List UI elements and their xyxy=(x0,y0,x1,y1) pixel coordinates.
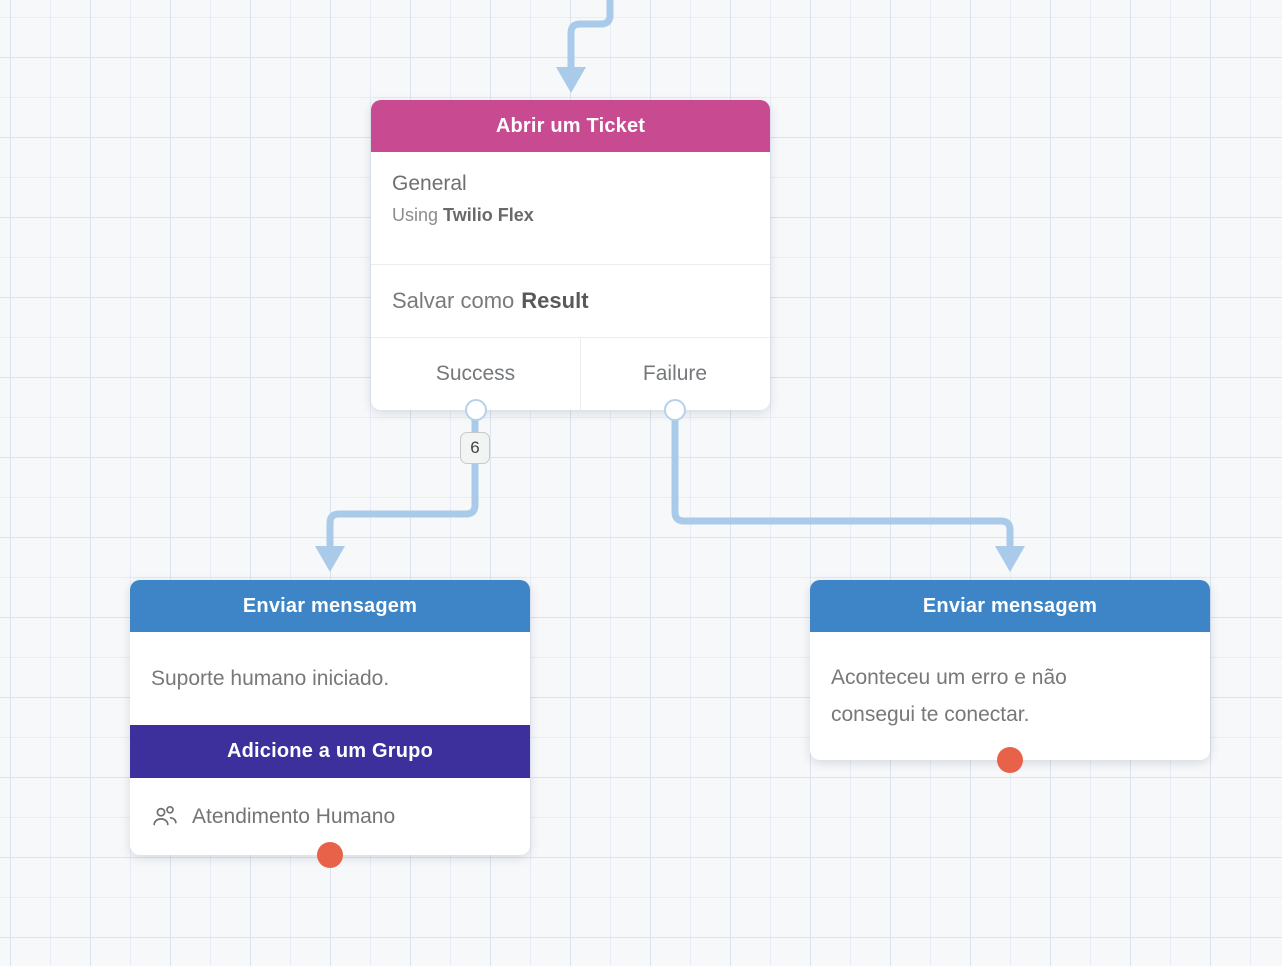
group-name: Atendimento Humano xyxy=(192,804,396,828)
node-title: Enviar mensagem xyxy=(922,594,1098,617)
group-action-title: Adicione a um Grupo xyxy=(226,740,434,762)
node-title-bar[interactable]: Abrir um Ticket xyxy=(371,100,770,152)
message-text: Suporte humano iniciado. xyxy=(151,666,390,690)
connection-count-badge[interactable]: 6 xyxy=(460,432,490,464)
connector-success xyxy=(315,410,479,572)
node-title: Enviar mensagem xyxy=(242,594,418,617)
ticket-topic: General xyxy=(392,172,467,195)
ticket-service-line: Using Twilio Flex xyxy=(392,200,749,230)
arrowhead-icon xyxy=(995,546,1025,572)
result-name: Result xyxy=(521,288,589,313)
using-prefix: Using xyxy=(392,205,439,225)
node-open-ticket[interactable]: Abrir um Ticket General Using Twilio Fle… xyxy=(371,100,770,421)
exit-row: Success Failure xyxy=(371,337,770,421)
group-action-title-bar[interactable]: Adicione a um Grupo xyxy=(130,725,530,778)
save-result-row[interactable]: Salvar como Result xyxy=(371,265,770,337)
exit-label: Failure xyxy=(642,362,708,385)
message-text-row[interactable]: Aconteceu um erro e não consegui te cone… xyxy=(810,632,1210,760)
arrowhead-icon xyxy=(315,546,345,572)
node-send-message-right[interactable]: Enviar mensagem Aconteceu um erro e não … xyxy=(810,580,1210,773)
group-icon xyxy=(153,805,177,826)
exit-label: Success xyxy=(435,362,516,385)
ticket-action-row[interactable]: General Using Twilio Flex xyxy=(371,152,770,265)
exit-port-success[interactable] xyxy=(464,399,487,421)
exit-success[interactable]: Success xyxy=(371,338,580,421)
arrowhead-icon xyxy=(556,67,586,93)
exit-failure[interactable]: Failure xyxy=(580,338,769,421)
node-title-bar[interactable]: Enviar mensagem xyxy=(130,580,530,632)
exit-port-failure[interactable] xyxy=(664,399,686,421)
group-row[interactable]: Atendimento Humano xyxy=(130,778,530,855)
node-send-message-left[interactable]: Enviar mensagem Suporte humano iniciado.… xyxy=(130,580,530,868)
connector-incoming xyxy=(556,0,614,93)
node-title: Abrir um Ticket xyxy=(495,114,646,137)
service-name: Twilio Flex xyxy=(443,205,534,225)
message-text: Aconteceu um erro e não consegui te cone… xyxy=(831,666,1067,726)
message-text-row[interactable]: Suporte humano iniciado. xyxy=(130,632,530,725)
node-title-bar[interactable]: Enviar mensagem xyxy=(810,580,1210,632)
exit-port-unconnected[interactable] xyxy=(997,747,1023,773)
connector-failure xyxy=(671,410,1025,572)
exit-port-unconnected[interactable] xyxy=(317,842,343,868)
save-prefix: Salvar como xyxy=(392,288,515,313)
